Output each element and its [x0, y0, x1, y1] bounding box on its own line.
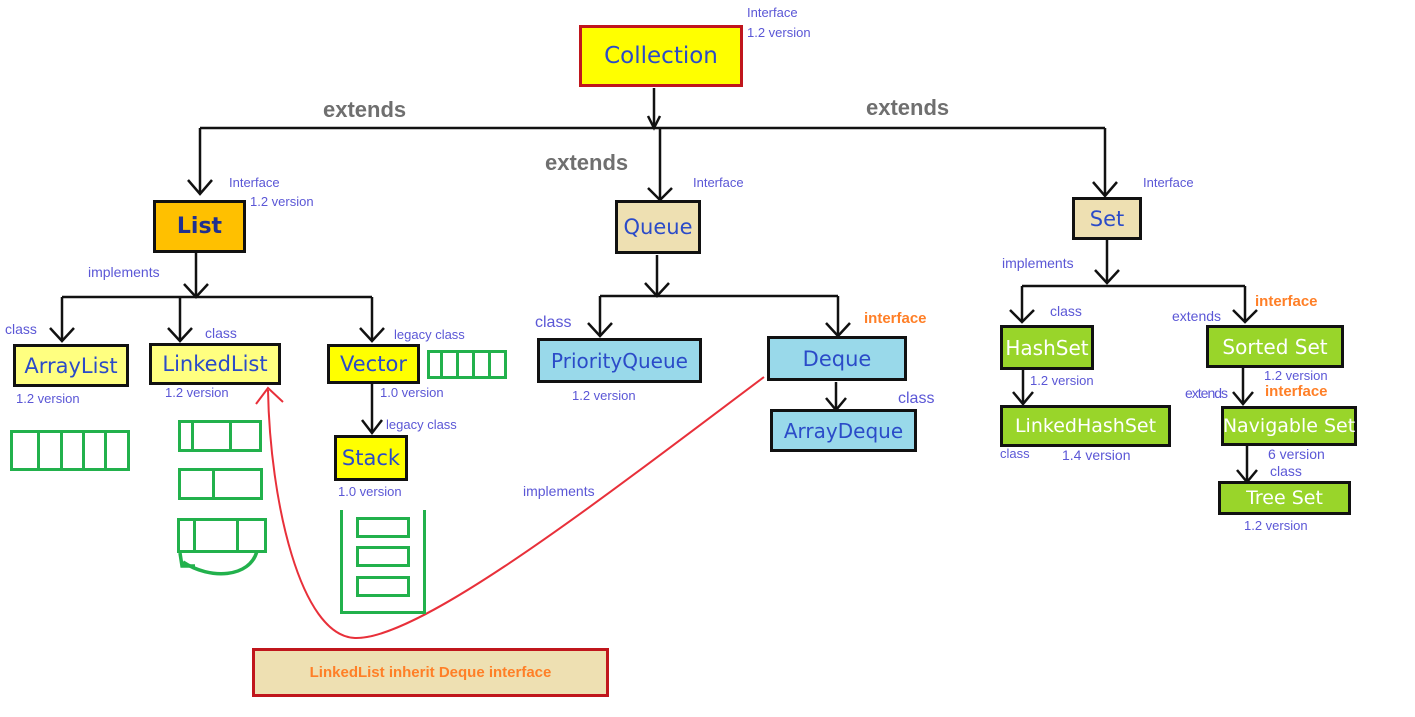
arraylist-version-label: 1.2 version: [16, 391, 80, 406]
deque-implements-label: implements: [523, 483, 595, 499]
stack-version-label: 1.0 version: [338, 484, 402, 499]
extends-right-label: extends: [866, 95, 950, 120]
sortedset-node: Sorted Set: [1206, 325, 1344, 368]
pq-class-label: class: [535, 314, 572, 331]
treeset-class-label: class: [1270, 463, 1302, 479]
linkedlist-class-label: class: [205, 325, 237, 341]
priorityqueue-node: PriorityQueue: [537, 338, 702, 383]
linkedhashset-node: LinkedHashSet: [1000, 405, 1171, 447]
set-node: Set: [1072, 197, 1142, 240]
treeset-version-label: 1.2 version: [1244, 518, 1308, 533]
arraylist-class-label: class: [5, 321, 37, 337]
linkedlist-node: LinkedList: [149, 343, 281, 385]
navigableset-node: Navigable Set: [1221, 406, 1357, 446]
arraydeque-class-label: class: [898, 390, 935, 407]
vector-node: Vector: [327, 344, 420, 384]
navset-version-label: 6 version: [1268, 446, 1325, 462]
stack-legacy-label: legacy class: [386, 417, 457, 432]
set-interface-label: Interface: [1143, 175, 1194, 190]
collection-version-label: 1.2 version: [747, 25, 811, 40]
hashset-version-label: 1.2 version: [1030, 373, 1094, 388]
navset-extends-label: extends: [1185, 385, 1228, 401]
arraydeque-node: ArrayDeque: [770, 409, 917, 452]
list-version-label: 1.2 version: [250, 194, 314, 209]
extends-mid-label: extends: [545, 150, 629, 175]
sortedset-extends-label: extends: [1172, 308, 1222, 324]
hashset-node: HashSet: [1000, 325, 1094, 370]
sortedset-interface-label: interface: [1255, 293, 1318, 310]
lhs-version-label: 1.4 version: [1062, 447, 1131, 463]
linkedlist-version-label: 1.2 version: [165, 385, 229, 400]
lhs-class-label: class: [1000, 446, 1030, 461]
sortedset-version-label: 1.2 version: [1264, 368, 1328, 383]
queue-node: Queue: [615, 200, 701, 254]
pq-version-label: 1.2 version: [572, 388, 636, 403]
navset-interface-label: interface: [1265, 383, 1328, 400]
collection-node: Collection: [579, 25, 743, 87]
note-box: LinkedList inherit Deque interface: [252, 648, 609, 697]
deque-node: Deque: [767, 336, 907, 381]
deque-interface-label: interface: [864, 310, 927, 327]
collection-interface-label: Interface: [747, 5, 798, 20]
stack-node: Stack: [334, 435, 408, 481]
list-interface-label: Interface: [229, 175, 280, 190]
list-implements-label: implements: [88, 264, 160, 280]
hashset-class-label: class: [1050, 303, 1082, 319]
list-node: List: [153, 200, 246, 253]
vector-version-label: 1.0 version: [380, 385, 444, 400]
treeset-node: Tree Set: [1218, 481, 1351, 515]
extends-left-label: extends: [323, 97, 407, 122]
set-implements-label: implements: [1002, 255, 1074, 271]
arraylist-node: ArrayList: [13, 344, 129, 387]
vector-legacy-label: legacy class: [394, 327, 465, 342]
queue-interface-label: Interface: [693, 175, 744, 190]
